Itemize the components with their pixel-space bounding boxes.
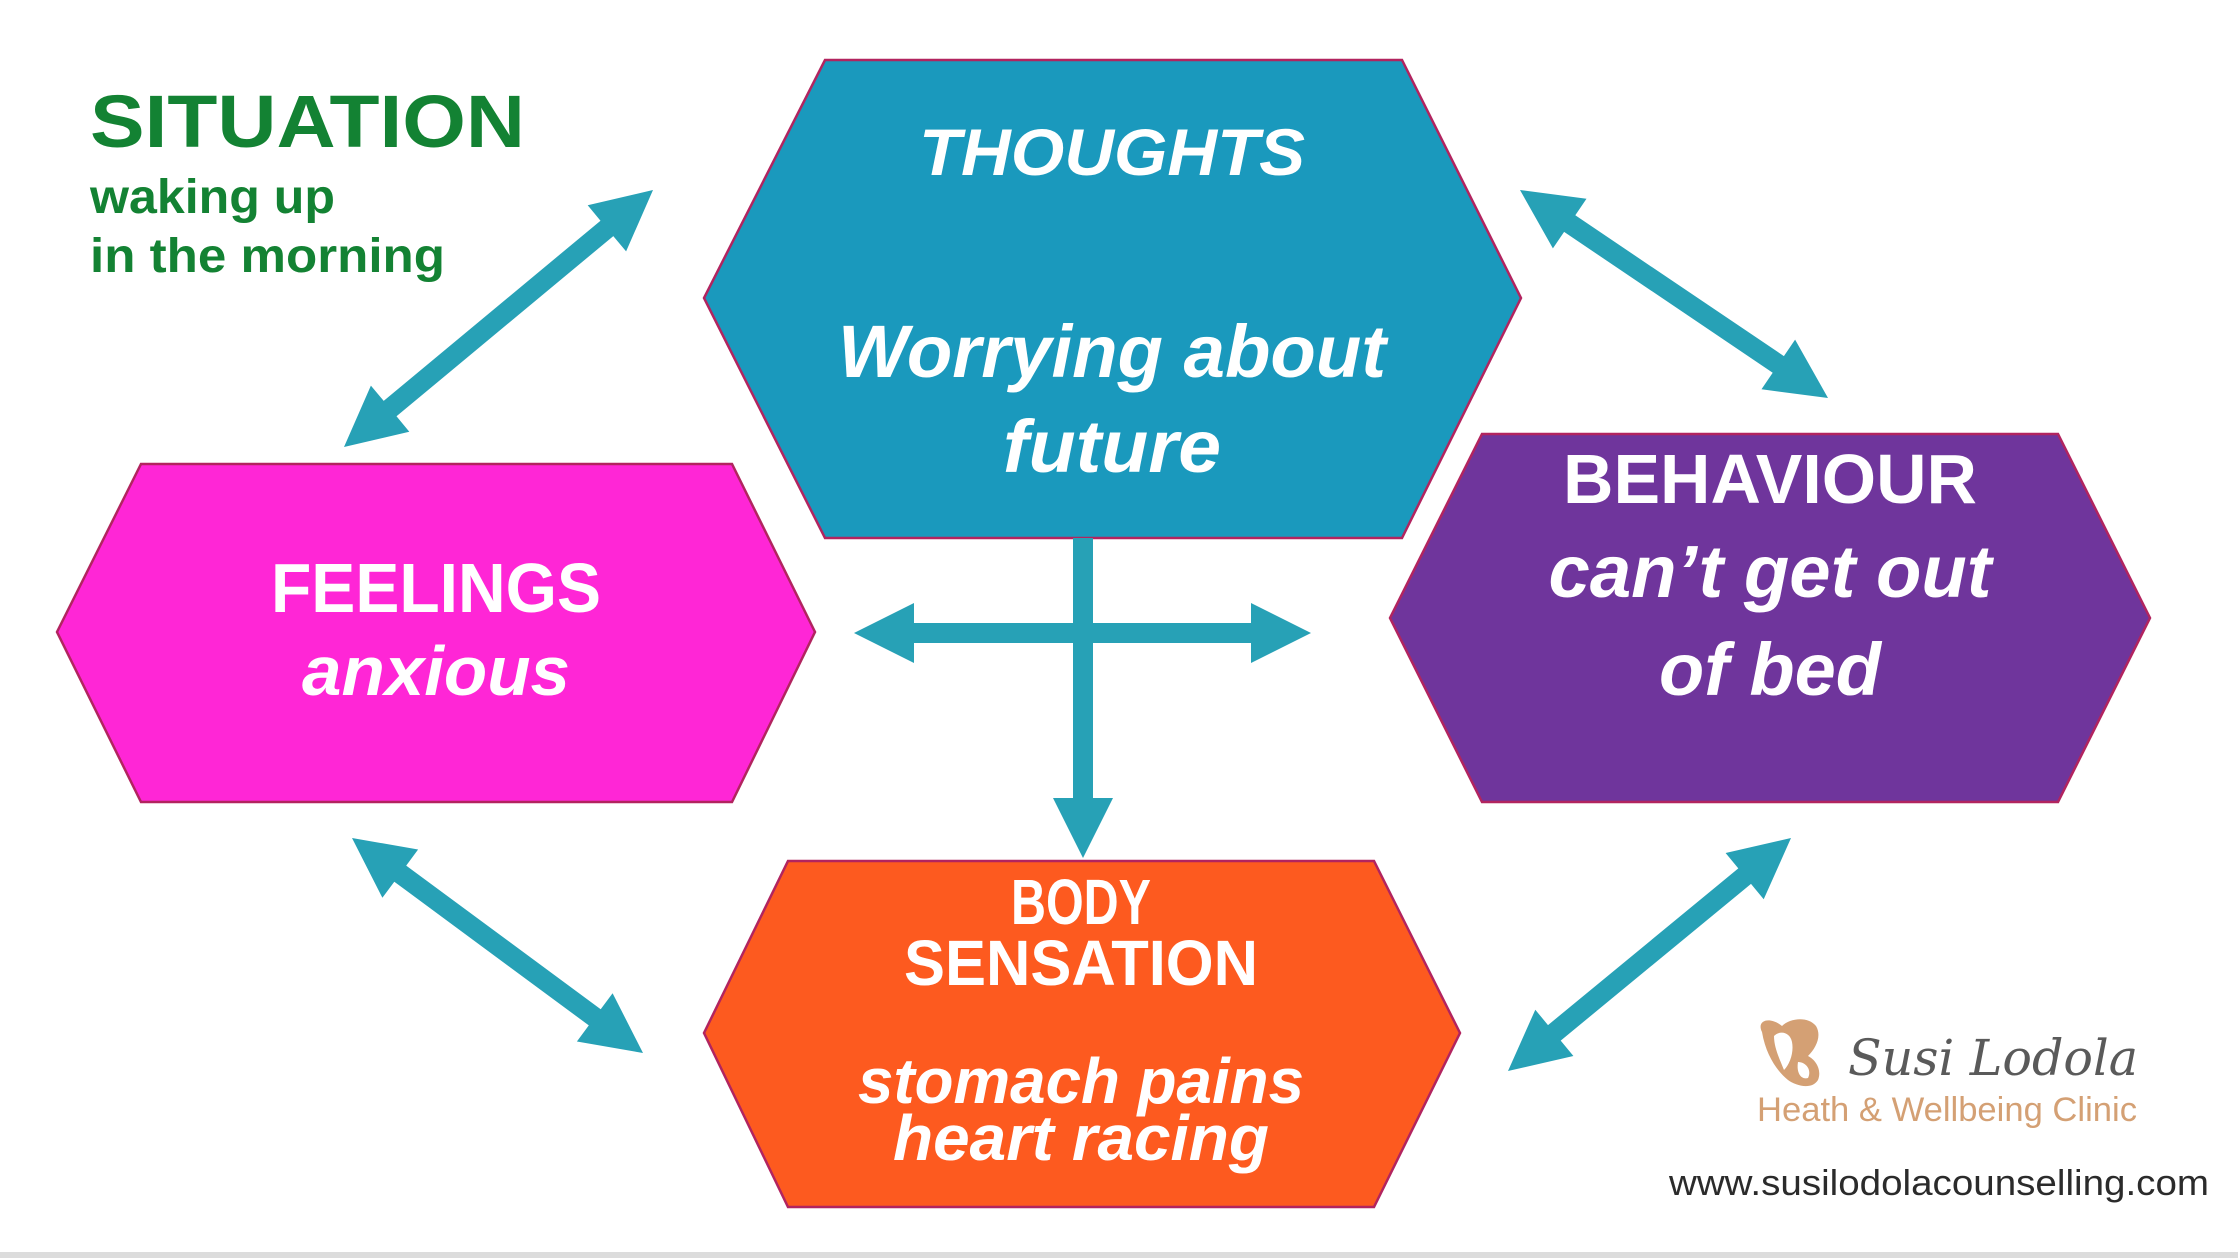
arrow-thoughts-body xyxy=(1053,538,1113,858)
thoughts-body-line-1: Worrying about xyxy=(838,310,1389,393)
logo-tagline: Heath & Wellbeing Clinic xyxy=(1757,1091,2137,1129)
body-sensation-title-line-1: BODY xyxy=(1011,866,1151,938)
body-sensation-hexagon xyxy=(702,859,1462,1209)
body-sensation-body-line-1: stomach pains xyxy=(858,1045,1304,1117)
body-sensation-body-line-2: heart racing xyxy=(893,1102,1269,1174)
behaviour-body-line-2: of bed xyxy=(1659,628,1883,711)
behaviour-title: BEHAVIOUR xyxy=(1563,440,1977,518)
situation-line-2: in the morning xyxy=(90,230,445,283)
feelings-title: FEELINGS xyxy=(271,549,601,627)
website-url[interactable]: www.susilodolacounselling.com xyxy=(1668,1162,2209,1203)
thoughts-body-line-2: future xyxy=(1003,405,1221,488)
situation-title: SITUATION xyxy=(90,80,525,163)
feelings-body-line-1: anxious xyxy=(302,632,570,710)
body-sensation-title-line-2: SENSATION xyxy=(904,927,1258,999)
logo-name: Susi Lodola xyxy=(1848,1029,2138,1087)
situation-line-1: waking up xyxy=(89,171,335,224)
thoughts-title: THOUGHTS xyxy=(919,115,1305,189)
bottom-edge-strip xyxy=(0,1252,2238,1258)
situation-block: SITUATION waking up in the morning xyxy=(89,80,525,283)
arrows-layer xyxy=(344,190,1828,1071)
arrow-thoughts-behaviour xyxy=(1520,190,1828,398)
arrow-situation-feelings xyxy=(344,190,653,447)
arrow-feelings-body xyxy=(352,838,643,1053)
behaviour-hexagon xyxy=(1388,432,2152,804)
arrow-behaviour-body xyxy=(1508,838,1791,1071)
thoughts-hexagon xyxy=(702,58,1523,540)
behaviour-body-line-1: can’t get out xyxy=(1549,530,1995,613)
butterfly-heart-icon xyxy=(1760,1019,1820,1087)
clinic-logo: Susi Lodola Heath & Wellbeing Clinic xyxy=(1757,1019,2138,1129)
feelings-hexagon xyxy=(55,462,817,804)
